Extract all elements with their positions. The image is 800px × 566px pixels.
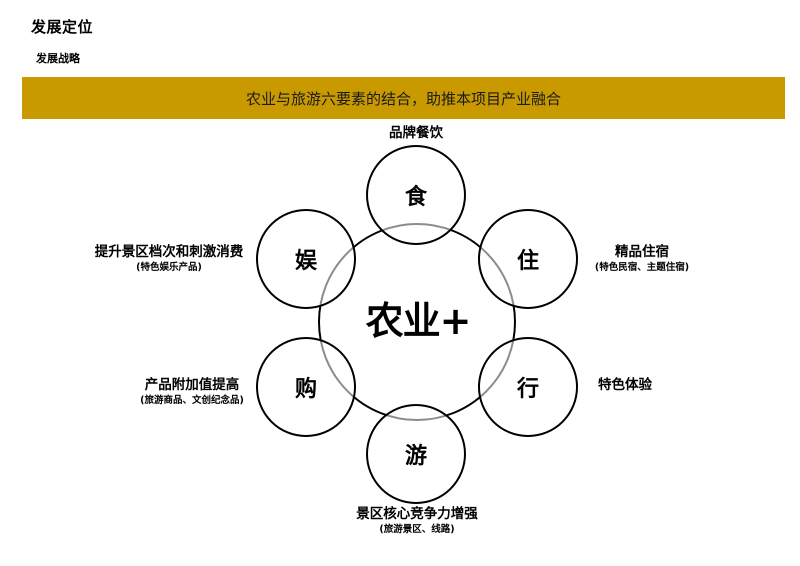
node-label-stay: 精品住宿 (特色民宿、主题住宿) (582, 244, 702, 274)
node-char-shop: 购 (294, 377, 317, 402)
center-label: 农业+ (365, 299, 472, 343)
node-title: 特色体验 (598, 377, 652, 393)
node-char-food: 食 (404, 185, 427, 210)
node-title: 景区核心竞争力增强 (356, 506, 478, 522)
node-title: 精品住宿 (615, 244, 669, 260)
node-title: 提升景区档次和刺激消费 (94, 244, 244, 260)
node-char-travel: 行 (516, 377, 539, 402)
node-title: 产品附加值提高 (144, 377, 240, 393)
node-circle-travel (478, 337, 578, 437)
node-circle-fun (256, 209, 356, 309)
node-char-tour: 游 (404, 444, 427, 469)
node-subtitle: (特色娱乐产品) (136, 262, 202, 273)
node-char-fun: 娱 (294, 249, 317, 274)
node-subtitle: (旅游商品、文创纪念品) (140, 395, 244, 406)
node-label-tour: 景区核心竞争力增强 (旅游景区、线路) (331, 506, 503, 536)
node-label-travel: 特色体验 (580, 377, 670, 394)
banner-text: 农业与旅游六要素的结合，助推本项目产业融合 (245, 89, 561, 108)
node-title: 品牌餐饮 (389, 125, 443, 141)
headline-banner: 农业与旅游六要素的结合，助推本项目产业融合 (22, 77, 785, 119)
node-label-food: 品牌餐饮 (356, 125, 476, 142)
node-label-shop: 产品附加值提高 (旅游商品、文创纪念品) (126, 377, 258, 407)
node-label-fun: 提升景区档次和刺激消费 (特色娱乐产品) (76, 244, 262, 274)
node-circle-tour (366, 404, 466, 504)
node-circle-shop (256, 337, 356, 437)
node-subtitle: (旅游景区、线路) (379, 524, 455, 535)
node-circle-food (366, 145, 466, 245)
page-title: 发展定位 (31, 18, 94, 36)
page-subtitle: 发展战略 (36, 52, 80, 65)
node-circle-stay (478, 209, 578, 309)
node-subtitle: (特色民宿、主题住宿) (594, 262, 690, 273)
node-char-stay: 住 (516, 249, 539, 274)
